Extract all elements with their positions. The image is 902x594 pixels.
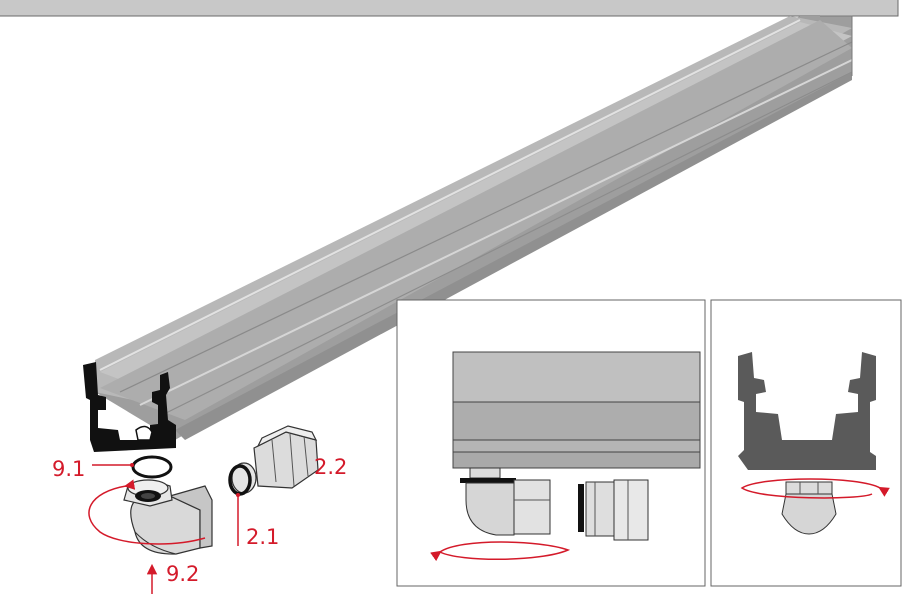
header-strip	[0, 0, 899, 17]
label-2-2: 2.2	[314, 455, 347, 479]
label-2-1: 2.1	[246, 525, 279, 549]
elbow-fitting-9-2	[123, 479, 213, 555]
detail-panel-side-view	[396, 299, 706, 587]
detail-panel-end-view	[710, 299, 902, 587]
rotation-arrow-9-2	[88, 479, 206, 545]
profile-end-section	[83, 362, 176, 452]
o-ring-9-1	[131, 455, 173, 479]
aluminium-profile	[95, 15, 853, 440]
cable-gland	[228, 425, 319, 496]
label-9-1: 9.1	[52, 457, 85, 481]
label-9-2: 9.2	[166, 562, 199, 586]
